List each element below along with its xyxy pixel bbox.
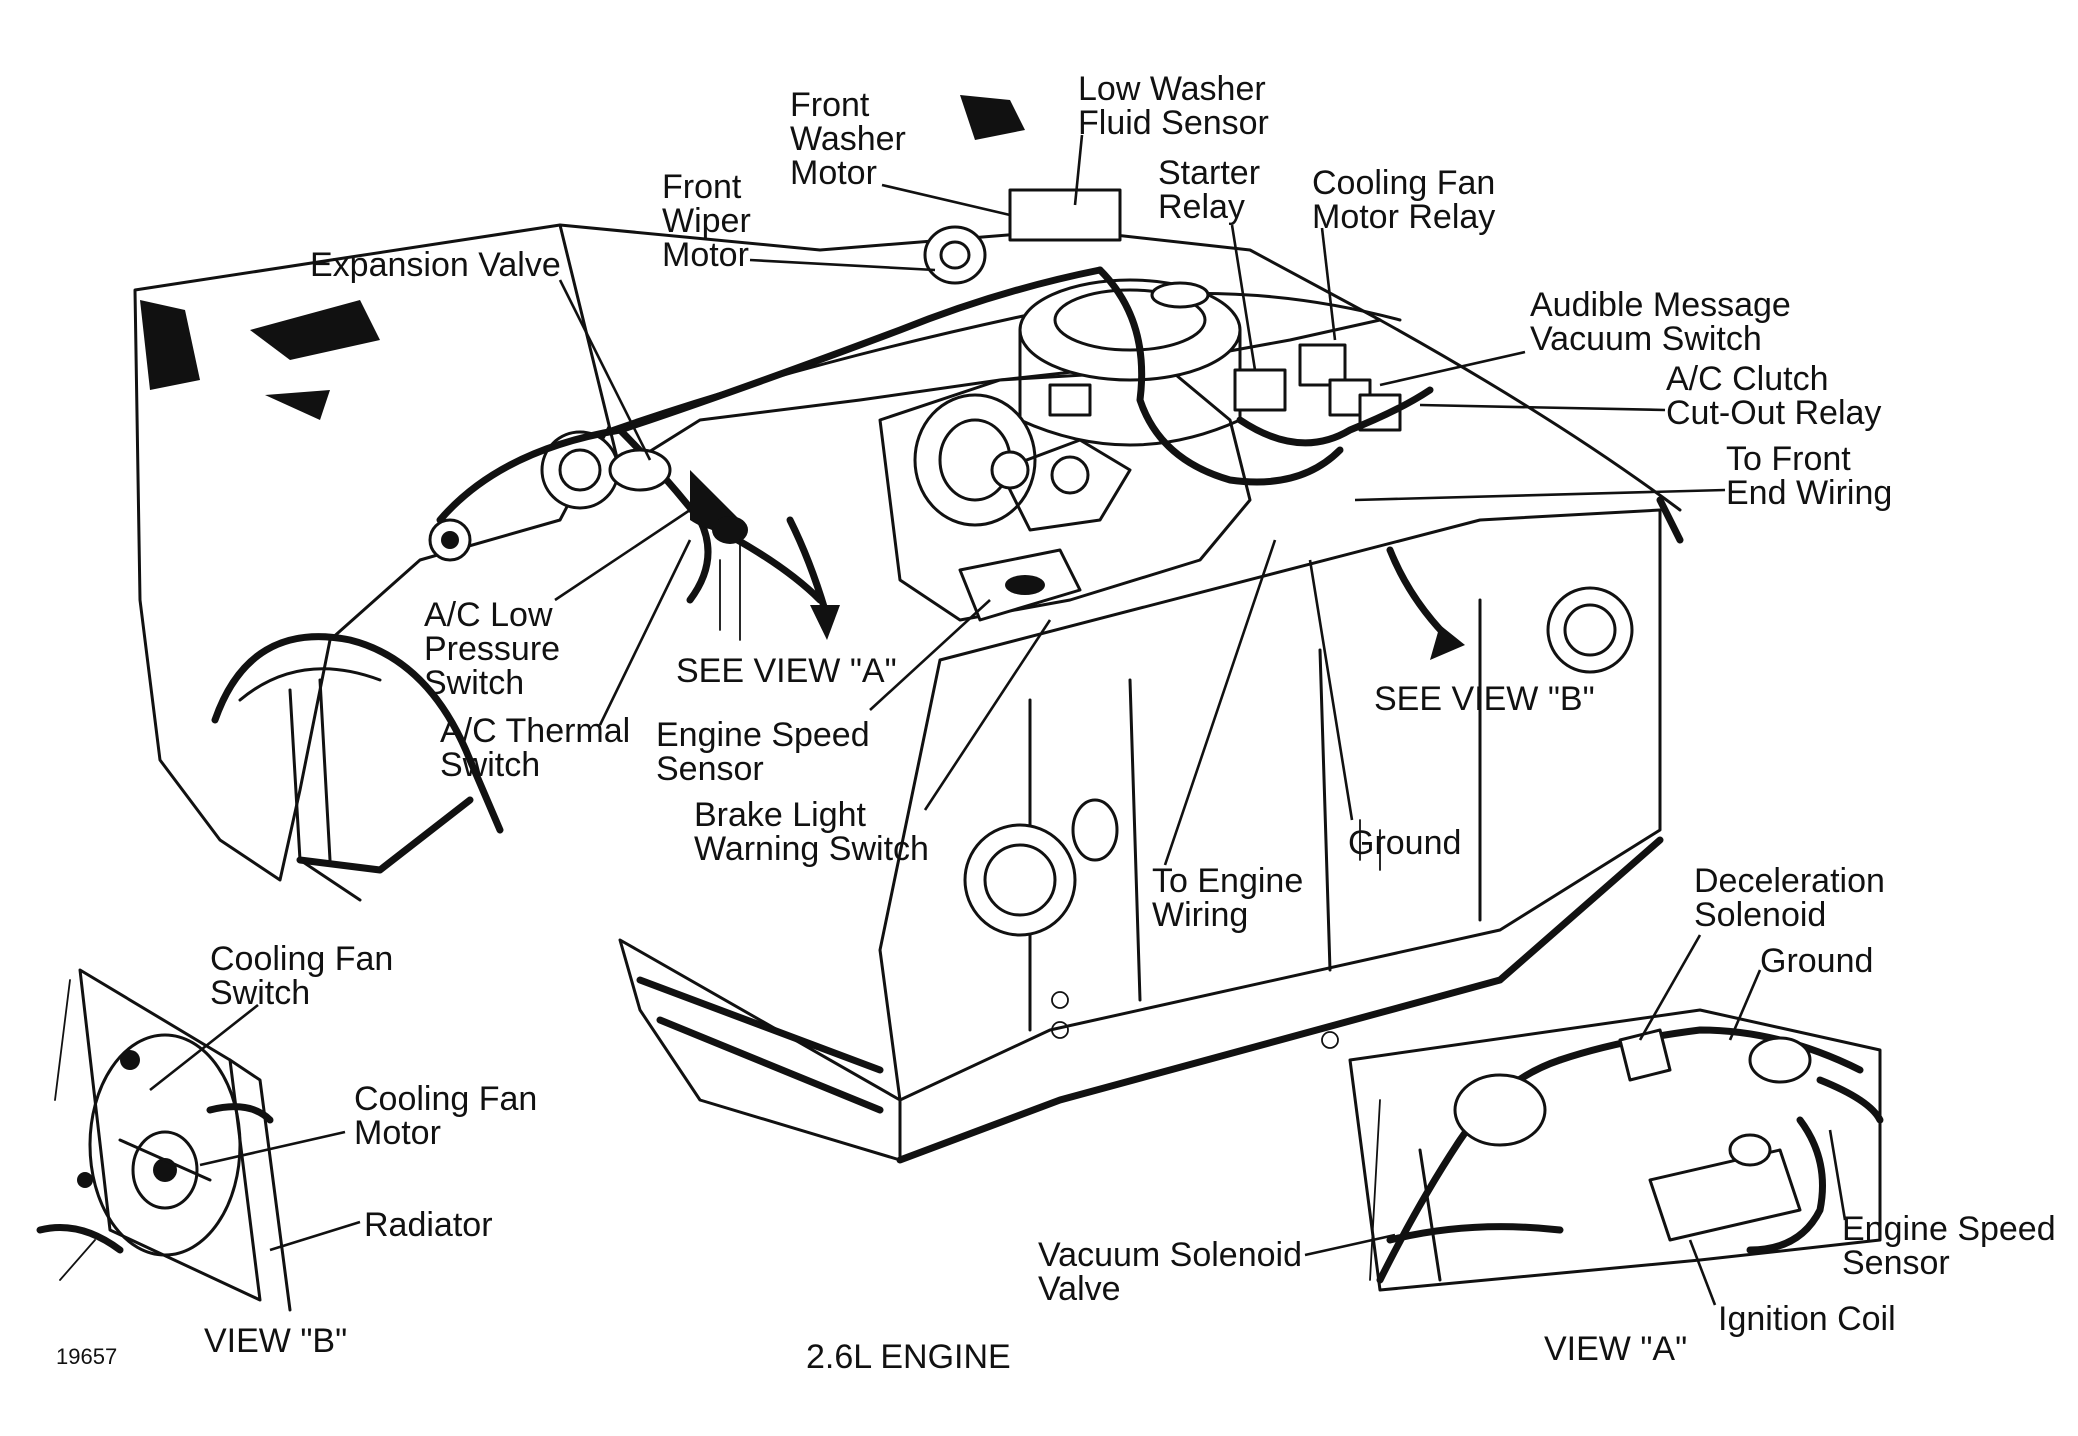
label-front-wiper-motor: Front Wiper Motor: [662, 168, 760, 274]
caption-view-a: VIEW "A": [1544, 1330, 1687, 1368]
view-b-illustration: [36, 968, 292, 1312]
label-ignition-coil: Ignition Coil: [1718, 1300, 1896, 1338]
washer-reservoir: [1008, 188, 1122, 242]
right-headlamp-opening: [1546, 586, 1634, 674]
caption-view-b: VIEW "B": [204, 1322, 347, 1360]
ac-accumulator: [608, 448, 672, 492]
label-engine-speed-sensor-view-a: Engine Speed Sensor: [1842, 1210, 2065, 1282]
left-headlamp-opening: [963, 823, 1077, 937]
label-see-view-b: SEE VIEW "B": [1374, 680, 1595, 718]
view-a-illustration: [1348, 1008, 1884, 1292]
label-see-view-a: SEE VIEW "A": [676, 652, 897, 690]
label-to-front-end-wiring: To Front End Wiring: [1726, 440, 1892, 512]
radiator-support: [878, 508, 1662, 1102]
engine-compartment-illustration: [133, 95, 1684, 1164]
label-deceleration-solenoid: Deceleration Solenoid: [1694, 862, 1894, 934]
label-engine-speed-sensor-main: Engine Speed Sensor: [656, 716, 879, 788]
leader-lines: [149, 134, 1847, 1306]
figure-title: 2.6L ENGINE: [806, 1338, 1011, 1376]
label-ground-main: Ground: [1348, 824, 1461, 862]
label-brake-light-warning-switch: Brake Light Warning Switch: [694, 796, 929, 868]
label-low-washer-fluid-sensor: Low Washer Fluid Sensor: [1078, 70, 1275, 142]
main-wiring-harness: [436, 266, 1104, 524]
label-ac-low-pressure-switch: A/C Low Pressure Switch: [424, 596, 570, 702]
label-ac-clutch-cut-out-relay: A/C Clutch Cut-Out Relay: [1666, 360, 1881, 432]
view-a-deceleration-solenoid: [1618, 1028, 1672, 1082]
label-starter-relay: Starter Relay: [1158, 154, 1270, 226]
cooling-fan-motor-relay-body: [1298, 343, 1347, 387]
captions: VIEW "B" VIEW "A" 2.6L ENGINE 19657: [56, 1322, 1687, 1376]
label-audible-message-vacuum-switch: Audible Message Vacuum Switch: [1530, 286, 1800, 358]
front-wiper-motor-body: [923, 225, 987, 285]
label-cooling-fan-switch: Cooling Fan Switch: [210, 940, 403, 1012]
label-ac-thermal-switch: A/C Thermal Switch: [440, 712, 640, 784]
front-valance: [618, 938, 902, 1162]
label-expansion-valve: Expansion Valve: [310, 246, 561, 284]
label-cooling-fan-motor-relay: Cooling Fan Motor Relay: [1312, 164, 1505, 236]
label-vacuum-solenoid-valve: Vacuum Solenoid Valve: [1038, 1236, 1311, 1308]
label-cooling-fan-motor: Cooling Fan Motor: [354, 1080, 547, 1152]
label-ground-view-a: Ground: [1760, 942, 1873, 980]
label-to-engine-wiring: To Engine Wiring: [1152, 862, 1313, 934]
figure-number: 19657: [56, 1344, 117, 1369]
starter-relay-body: [1233, 368, 1287, 412]
label-radiator: Radiator: [364, 1206, 493, 1244]
callout-labels: Front Washer Motor Low Washer Fluid Sens…: [210, 70, 2065, 1338]
alternator: [913, 393, 1037, 527]
label-front-washer-motor: Front Washer Motor: [790, 86, 915, 192]
